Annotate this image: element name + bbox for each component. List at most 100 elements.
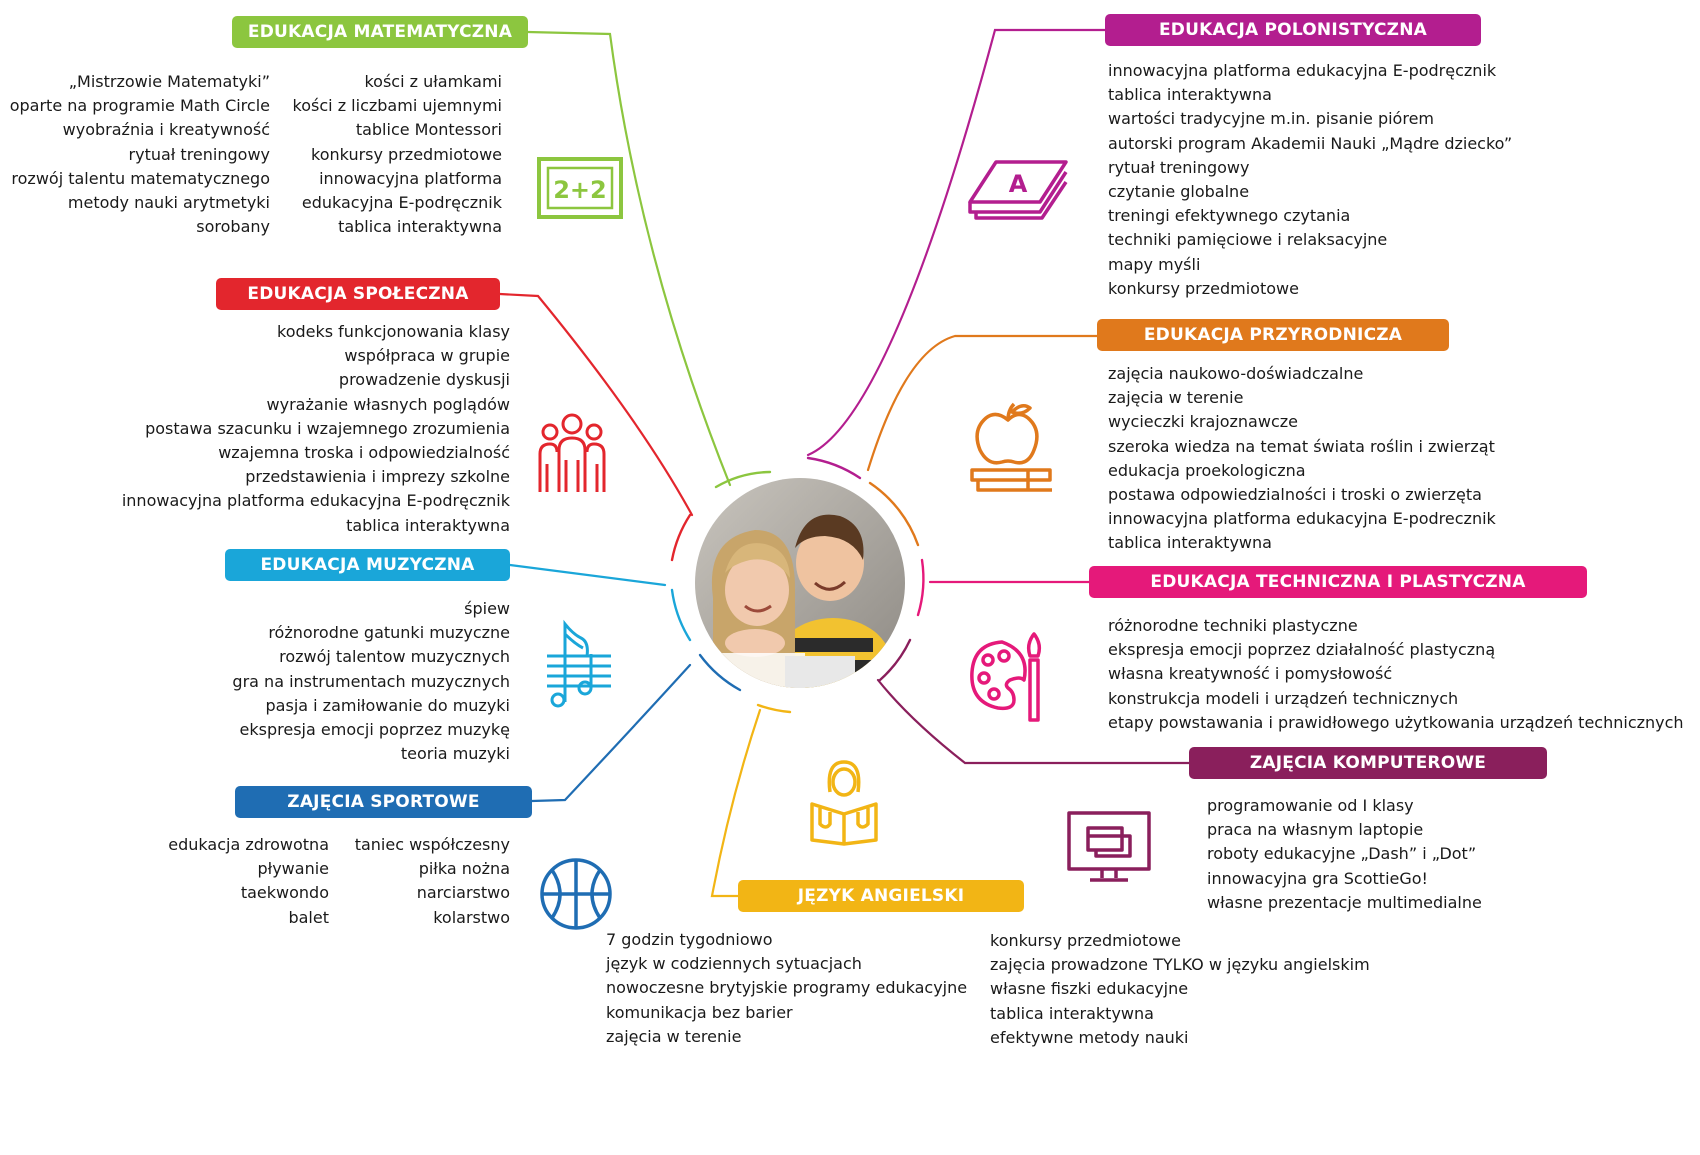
list-item: taniec współczesny <box>354 835 510 854</box>
branch-title-music: EDUKACJA MUZYCZNA <box>225 549 510 581</box>
list-item: programowanie od I klasy <box>1207 796 1414 815</box>
ring-segment-darkblue <box>698 653 742 692</box>
branch-title-math: EDUKACJA MATEMATYCZNA <box>232 16 528 48</box>
chalkboard-2plus2-icon: 2+2 <box>537 157 623 219</box>
connector-music <box>508 563 667 587</box>
list-item: kości z ułamkami <box>364 72 502 91</box>
ring-segment-plum <box>878 638 912 682</box>
book-letter: A <box>1009 170 1028 198</box>
list-item: metody nauki arytmetyki <box>67 193 270 213</box>
list-item: efektywne metody nauki <box>990 1027 1189 1047</box>
english-list-left: 7 godzin tygodniowo język w codziennych … <box>606 928 967 1049</box>
list-item: nowoczesne brytyjskie programy edukacyjn… <box>606 978 968 998</box>
list-item: przedstawienia i imprezy szkolne <box>245 467 510 487</box>
basketball-icon <box>540 858 612 930</box>
connector-nature <box>866 334 1099 472</box>
list-item: innowacyjna platforma edukacyjna E-podrę… <box>1108 61 1497 80</box>
connector-computer <box>876 678 1191 765</box>
list-item: edukacja proekologiczna <box>1108 460 1306 480</box>
list-item: różnorodne gatunki muzyczne <box>268 623 510 643</box>
list-item: piłka nożna <box>418 859 510 879</box>
list-item: tablica interaktywna <box>346 515 510 535</box>
list-item: śpiew <box>464 599 510 618</box>
list-item: komunikacja bez barier <box>606 1002 793 1022</box>
list-item: rytuał treningowy <box>128 144 270 164</box>
social-list: kodeks funkcjonowania klasy współpraca w… <box>122 320 510 538</box>
center-photo <box>695 478 905 688</box>
music-notes-icon <box>547 619 611 708</box>
list-item: 7 godzin tygodniowo <box>606 930 773 949</box>
list-item: wycieczki krajoznawcze <box>1108 412 1298 432</box>
people-group-icon <box>538 413 606 492</box>
list-item: tablica interaktywna <box>990 1003 1154 1023</box>
list-item: własne fiszki edukacyjne <box>990 979 1189 999</box>
list-item: własna kreatywność i pomysłowość <box>1108 664 1393 684</box>
list-item: wyobraźnia i kreatywność <box>62 120 270 140</box>
list-item: szeroka wiedza na temat świata roślin i … <box>1108 436 1495 456</box>
list-item: wyrażanie własnych poglądów <box>266 394 510 414</box>
ring-segment-red <box>670 513 692 562</box>
ring-segment-green <box>714 470 772 489</box>
list-item: zajęcia w terenie <box>606 1026 742 1046</box>
palette-brush-icon <box>970 632 1042 722</box>
branch-title-polish: EDUKACJA POLONISTYCZNA <box>1105 14 1481 46</box>
sport-list-left: edukacja zdrowotna pływanie taekwondo ba… <box>168 833 329 930</box>
art-list: różnorodne techniki plastyczne ekspresja… <box>1108 614 1684 735</box>
math-list-right: kości z ułamkami kości z liczbami ujemny… <box>293 70 502 239</box>
list-item: ekspresja emocji poprzez muzykę <box>239 720 510 740</box>
list-item: rozwój talentow muzycznych <box>279 647 510 667</box>
music-list: śpiew różnorodne gatunki muzyczne rozwój… <box>232 597 510 766</box>
list-item: czytanie globalne <box>1108 182 1250 202</box>
computer-list: programowanie od I klasy praca na własny… <box>1207 794 1482 915</box>
list-item: praca na własnym laptopie <box>1207 820 1424 840</box>
list-item: tablica interaktywna <box>1108 533 1272 553</box>
list-item: roboty edukacyjne „Dash” i „Dot” <box>1207 844 1477 864</box>
list-item: zajęcia w terenie <box>1108 388 1244 408</box>
list-item: mapy myśli <box>1108 254 1201 274</box>
list-item: innowacyjna platforma <box>319 168 502 188</box>
list-item: gra na instrumentach muzycznych <box>232 671 510 691</box>
list-item: ekspresja emocji poprzez działalność pla… <box>1108 640 1496 660</box>
book-a-icon: A <box>968 160 1068 220</box>
list-item: współpraca w grupie <box>344 346 510 366</box>
list-item: wzajemna troska i odpowiedzialność <box>218 443 510 463</box>
branch-title-nature: EDUKACJA PRZYRODNICZA <box>1097 319 1449 351</box>
list-item: rytuał treningowy <box>1108 157 1250 177</box>
polish-list: innowacyjna platforma edukacyjna E-podrę… <box>1108 59 1512 301</box>
list-item: innowacyjna platforma edukacyjna E-podre… <box>1108 509 1496 529</box>
list-item: treningi efektywnego czytania <box>1108 206 1351 226</box>
ring-segment-blue <box>670 588 692 642</box>
list-item: tablice Montessori <box>355 120 502 140</box>
list-item: tablica interaktywna <box>1108 85 1272 105</box>
ring-segment-orange <box>868 481 920 547</box>
list-item: innowacyjna gra ScottieGo! <box>1207 868 1428 888</box>
list-item: edukacyjna E-podręcznik <box>301 193 502 213</box>
sport-list-right: taniec współczesny piłka nożna narciarst… <box>355 833 510 930</box>
english-list-right: konkursy przedmiotowe zajęcia prowadzone… <box>990 929 1370 1050</box>
ring-segment-yellow <box>756 703 792 714</box>
list-item: prowadzenie dyskusji <box>338 370 510 390</box>
children-photo-illustration <box>695 478 905 688</box>
list-item: kości z liczbami ujemnymi <box>292 96 502 116</box>
list-item: taekwondo <box>240 883 329 903</box>
computer-monitor-icon <box>1067 811 1151 882</box>
connector-polish <box>806 28 1107 457</box>
list-item: język w codziennych sytuacjach <box>606 954 862 974</box>
list-item: sorobany <box>196 217 270 237</box>
list-item: zajęcia naukowo-doświadczalne <box>1108 364 1364 383</box>
list-item: pływanie <box>257 859 330 879</box>
list-item: edukacja zdrowotna <box>168 835 329 854</box>
nature-list: zajęcia naukowo-doświadczalne zajęcia w … <box>1108 362 1496 556</box>
list-item: różnorodne techniki plastyczne <box>1108 616 1358 635</box>
list-item: etapy powstawania i prawidłowego użytkow… <box>1108 712 1684 732</box>
branch-title-computer: ZAJĘCIA KOMPUTEROWE <box>1189 747 1547 779</box>
list-item: tablica interaktywna <box>338 217 502 237</box>
branch-title-art: EDUKACJA TECHNICZNA I PLASTYCZNA <box>1089 566 1587 598</box>
chalkboard-text: 2+2 <box>553 176 607 204</box>
list-item: innowacyjna platforma edukacyjna E-podrę… <box>121 491 510 511</box>
list-item: konkursy przedmiotowe <box>1108 278 1299 298</box>
list-item: balet <box>288 907 329 927</box>
apple-on-books-icon <box>970 402 1052 492</box>
reading-child-icon <box>810 760 878 846</box>
